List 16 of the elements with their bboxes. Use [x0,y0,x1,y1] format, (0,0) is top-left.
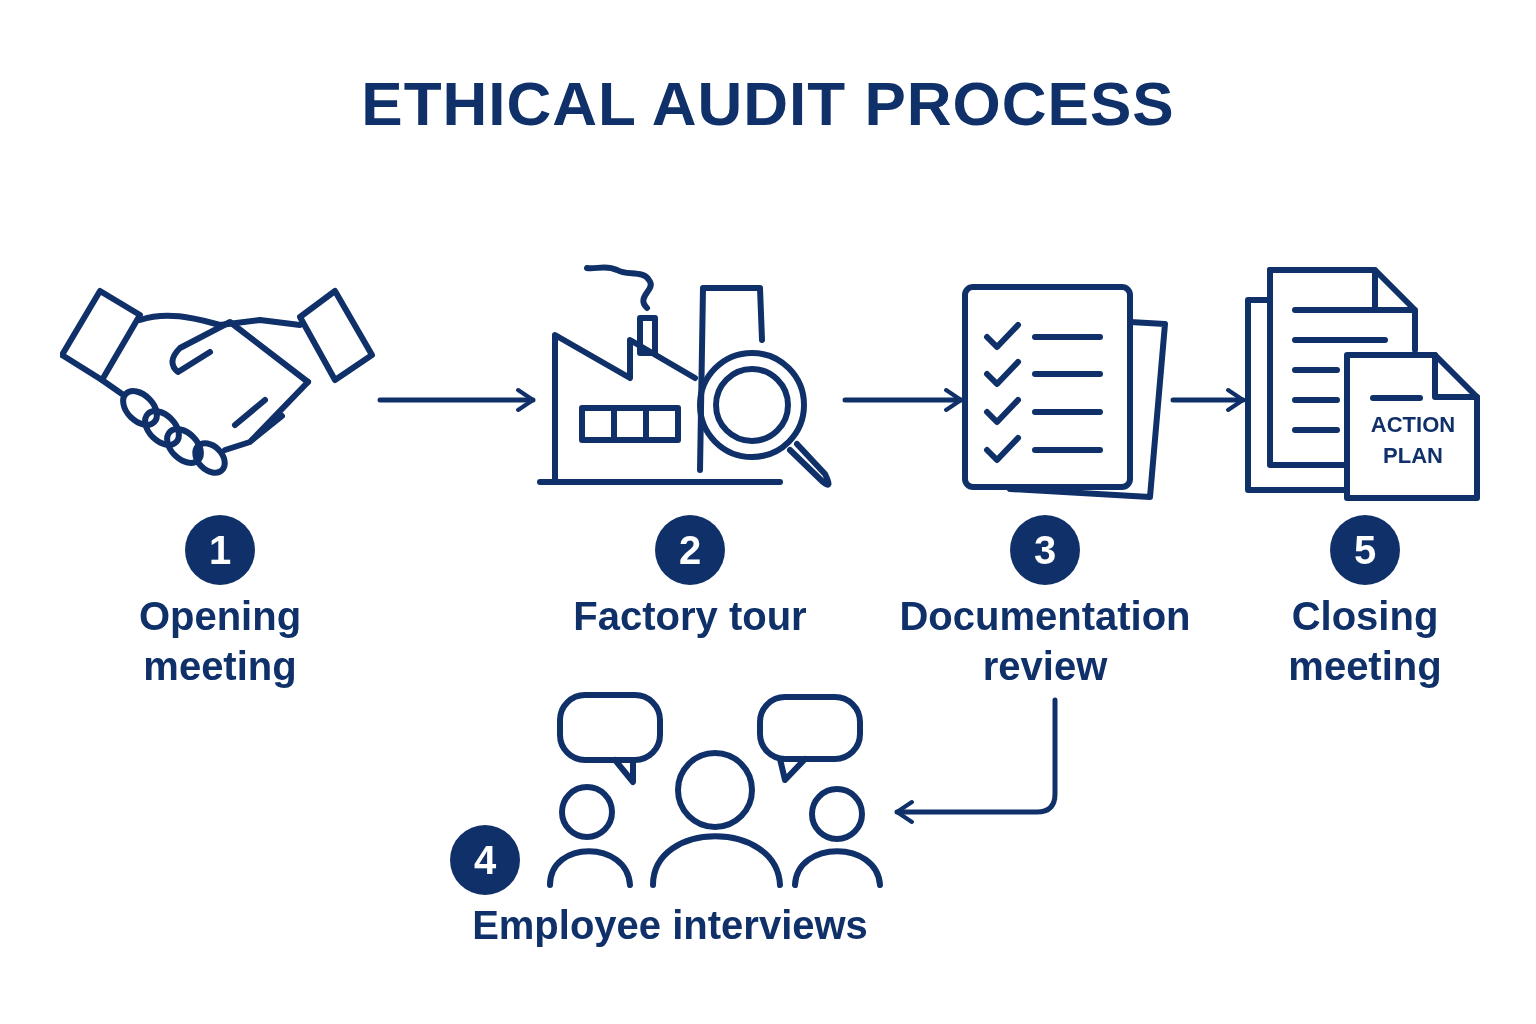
step-label: Factory tour [573,593,807,640]
step-number: 4 [450,825,520,895]
step-number: 1 [185,515,255,585]
step-label: Closing meeting [1287,593,1443,690]
title: ETHICAL AUDIT PROCESS [361,68,1175,139]
step-number: 2 [655,515,725,585]
step-number: 5 [1330,515,1400,585]
document-label: ACTION PLAN [1369,411,1457,470]
step-label: Opening meeting [137,593,303,690]
step-label: Documentation review [898,593,1192,690]
arrow [894,697,1058,824]
arrow [377,388,536,412]
step-label: Employee interviews [472,902,868,949]
arrow [842,388,964,412]
step-number: 3 [1010,515,1080,585]
arrow [1170,388,1246,412]
